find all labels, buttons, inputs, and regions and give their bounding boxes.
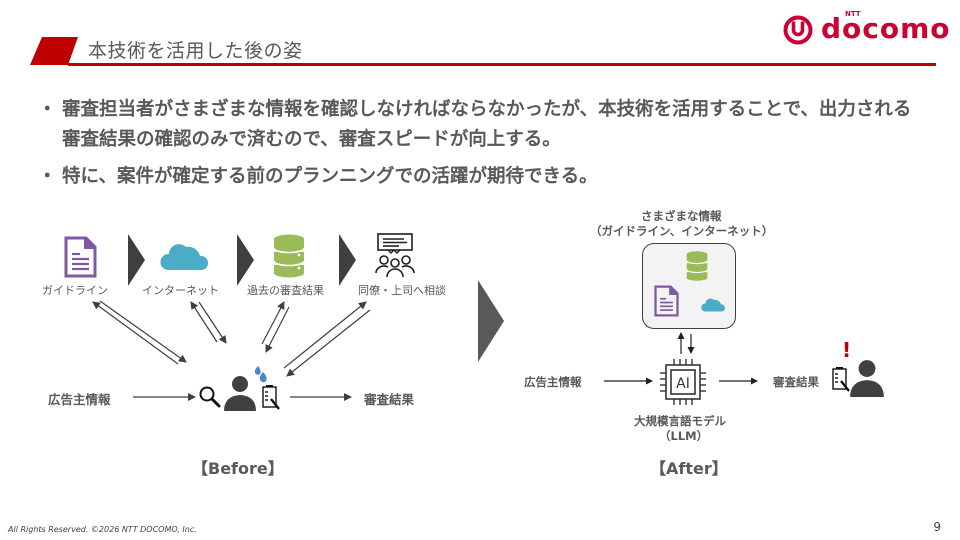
- arrow-to-internet: [190, 301, 218, 343]
- cloud-icon: [160, 244, 209, 270]
- reviewer-person-icon: [850, 360, 884, 397]
- title-underline: [68, 63, 936, 66]
- copyright-footer: All Rights Reserved. ©2026 NTT DOCOMO, I…: [8, 525, 197, 534]
- transition-arrow-icon: [478, 280, 504, 362]
- arrow-from-consultation: [286, 309, 371, 377]
- document-icon: [654, 285, 679, 317]
- after-output-label: 審査結果: [773, 375, 819, 389]
- checklist-icon: [262, 385, 280, 410]
- source-label-internet: インターネット: [142, 284, 219, 297]
- bullet-list: 審査担当者がさまざまな情報を確認しなければならなかったが、本技術を活用することで…: [38, 95, 922, 192]
- source-label-past-results: 過去の審査結果: [247, 284, 324, 297]
- information-box: [642, 243, 736, 329]
- checklist-icon: [832, 367, 850, 392]
- model-label-line1: 大規模言語モデル: [634, 414, 726, 428]
- docomo-mark-icon: [783, 15, 813, 45]
- bullet-item: 特に、案件が確定する前のプランニングでの活躍が期待できる。: [38, 162, 922, 192]
- before-input-label: 広告主情報: [48, 392, 111, 407]
- title-accent-bar: [30, 37, 78, 65]
- model-label-line2: （LLM）: [659, 429, 709, 443]
- source-label-consultation: 同僚・上司へ相談: [358, 284, 446, 297]
- page-number: 9: [933, 520, 941, 534]
- magnifier-icon: [199, 386, 221, 408]
- chevron-right-icon: [128, 234, 145, 286]
- bullet-item: 審査担当者がさまざまな情報を確認しなければならなかったが、本技術を活用することで…: [38, 95, 922, 155]
- chip-text: AI: [676, 376, 690, 392]
- info-title-line2: （ガイドライン、インターネット）: [590, 224, 774, 238]
- consultation-icon: [375, 233, 415, 278]
- chevron-right-icon: [339, 234, 356, 286]
- database-icon: [686, 251, 708, 281]
- arrow-from-internet: [198, 301, 227, 344]
- arrow-to-guideline: [92, 301, 179, 365]
- sweat-drop-icon: [254, 366, 267, 383]
- arrow-from-guideline: [99, 300, 187, 363]
- arrow-from-past-results: [265, 306, 290, 353]
- arrow-to-past-results: [261, 301, 285, 345]
- chevron-right-icon: [237, 234, 254, 286]
- info-title-line1: さまざまな情報: [641, 209, 722, 223]
- logo-wordmark: docomo: [821, 12, 951, 45]
- reviewer-person-icon: [224, 376, 256, 411]
- before-caption: 【Before】: [192, 459, 284, 478]
- source-label-guideline: ガイドライン: [42, 284, 108, 297]
- after-caption: 【After】: [650, 459, 728, 478]
- logo-ntt: NTT: [845, 10, 861, 18]
- document-icon: [64, 236, 97, 278]
- page-title: 本技術を活用した後の姿: [88, 40, 303, 62]
- arrow-to-consultation: [283, 301, 367, 369]
- after-input-label: 広告主情報: [524, 375, 582, 389]
- ai-chip-icon: AI: [660, 359, 706, 405]
- cloud-icon: [701, 298, 726, 312]
- before-output-label: 審査結果: [364, 392, 415, 407]
- alert-mark: !: [842, 338, 852, 362]
- database-icon: [273, 234, 305, 278]
- docomo-logo: NTT docomo: [783, 10, 951, 46]
